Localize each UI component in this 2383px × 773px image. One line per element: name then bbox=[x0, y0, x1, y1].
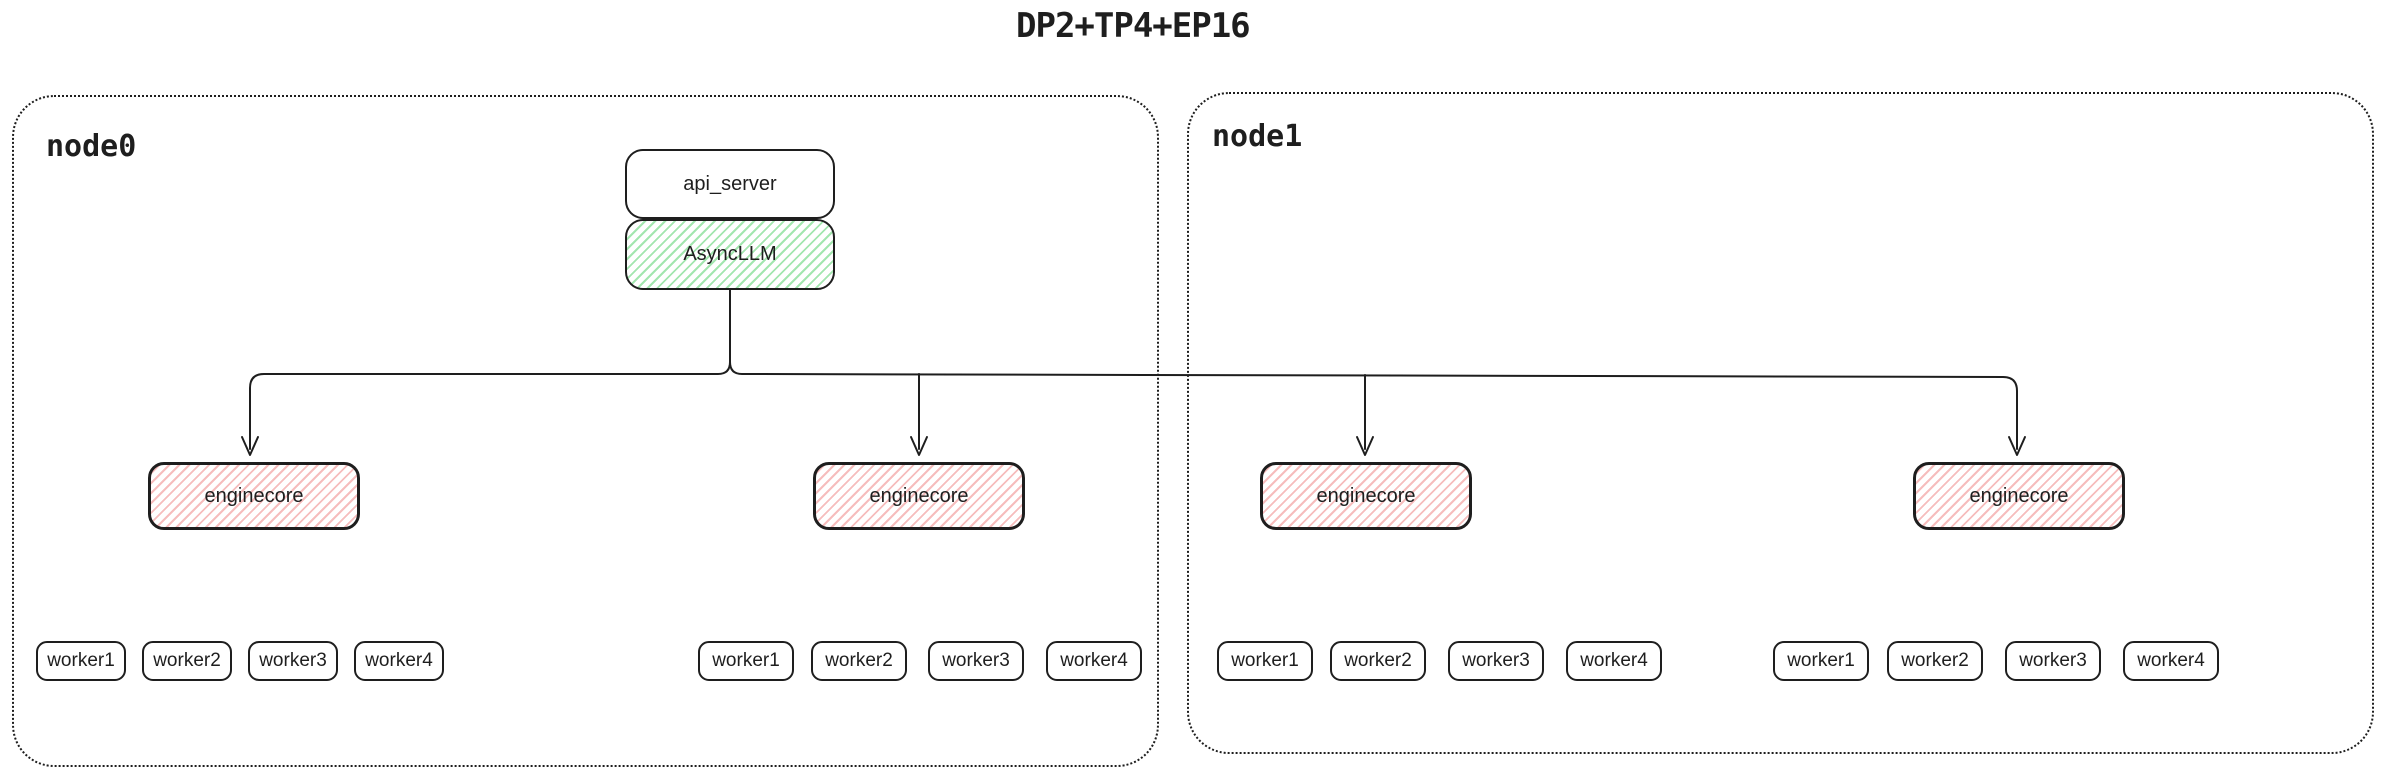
worker-box: worker4 bbox=[354, 641, 444, 681]
worker-box: worker4 bbox=[1566, 641, 1662, 681]
asyncllm-label: AsyncLLM bbox=[683, 243, 777, 265]
worker-box: worker1 bbox=[1773, 641, 1869, 681]
worker-box: worker3 bbox=[928, 641, 1024, 681]
node1-label: node1 bbox=[1212, 119, 1303, 154]
worker-box: worker3 bbox=[1448, 641, 1544, 681]
diagram-title: DP2+TP4+EP16 bbox=[1016, 6, 1251, 46]
enginecore-box-3: enginecore bbox=[1260, 462, 1472, 530]
api-server-label: api_server bbox=[683, 172, 777, 195]
worker-box: worker2 bbox=[811, 641, 907, 681]
worker-box: worker1 bbox=[1217, 641, 1313, 681]
enginecore-box-4: enginecore bbox=[1913, 462, 2125, 530]
worker-box: worker3 bbox=[248, 641, 338, 681]
enginecore-box-2: enginecore bbox=[813, 462, 1025, 530]
worker-box: worker4 bbox=[2123, 641, 2219, 681]
worker-box: worker1 bbox=[698, 641, 794, 681]
asyncllm-box: AsyncLLM bbox=[625, 219, 835, 290]
enginecore-box-1: enginecore bbox=[148, 462, 360, 530]
worker-box: worker2 bbox=[142, 641, 232, 681]
enginecore-label: enginecore bbox=[204, 484, 304, 507]
enginecore-label: enginecore bbox=[1316, 484, 1416, 507]
enginecore-label: enginecore bbox=[1969, 484, 2069, 507]
worker-box: worker3 bbox=[2005, 641, 2101, 681]
worker-box: worker1 bbox=[36, 641, 126, 681]
api-server-box: api_server bbox=[625, 149, 835, 219]
enginecore-label: enginecore bbox=[869, 484, 969, 507]
worker-box: worker2 bbox=[1887, 641, 1983, 681]
worker-box: worker4 bbox=[1046, 641, 1142, 681]
node0-label: node0 bbox=[46, 129, 137, 164]
worker-box: worker2 bbox=[1330, 641, 1426, 681]
